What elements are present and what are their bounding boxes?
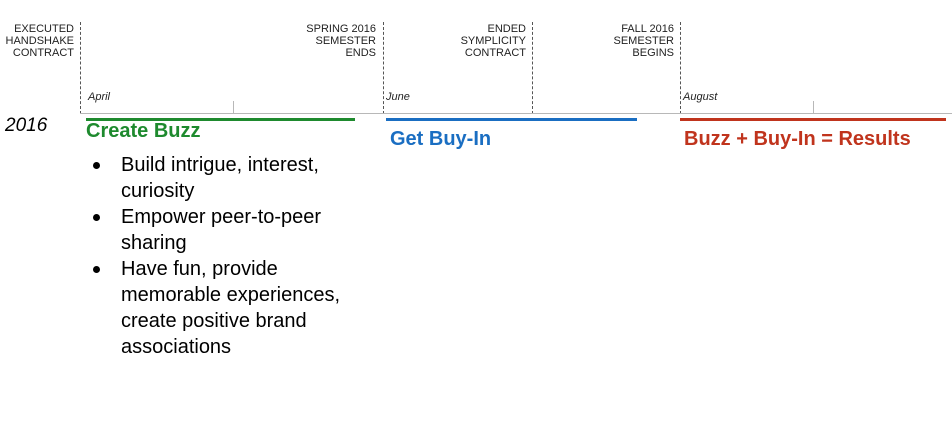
month-label-august: August (683, 91, 718, 103)
timeline-axis (80, 113, 952, 114)
milestone-label-fall-semester: FALL 2016 SEMESTER BEGINS (613, 23, 674, 59)
bullet-text: Have fun, provide memorable experiences,… (121, 258, 340, 358)
milestone-line-symplicity (532, 22, 533, 114)
bullet-text: Build intrigue, interest, curiosity (121, 154, 319, 202)
create-buzz-bullet-list: Build intrigue, interest, curiosity Empo… (91, 152, 371, 360)
milestone-line-fall-semester (680, 22, 681, 114)
phase-title-create-buzz: Create Buzz (86, 120, 201, 142)
year-label: 2016 (5, 115, 48, 136)
timeline-tick (233, 101, 234, 114)
list-item: Build intrigue, interest, curiosity (91, 152, 371, 204)
milestone-label-handshake: EXECUTED HANDSHAKE CONTRACT (5, 23, 74, 59)
milestone-line-handshake (80, 22, 81, 114)
phase-title-results: Buzz + Buy-In = Results (684, 128, 911, 150)
list-item: Have fun, provide memorable experiences,… (91, 256, 371, 360)
phase-bar-get-buy-in (386, 118, 637, 121)
list-item: Empower peer-to-peer sharing (91, 204, 371, 256)
phase-bar-create-buzz (86, 118, 355, 121)
phase-title-get-buy-in: Get Buy-In (390, 128, 492, 150)
timeline-tick (813, 101, 814, 114)
phase-bar-results (680, 118, 946, 121)
bullet-icon (93, 214, 100, 221)
bullet-icon (93, 162, 100, 169)
month-label-june: June (386, 91, 410, 103)
milestone-label-spring-semester: SPRING 2016 SEMESTER ENDS (306, 23, 376, 59)
bullet-text: Empower peer-to-peer sharing (121, 206, 322, 254)
month-label-april: April (88, 91, 111, 103)
milestone-line-spring-semester (383, 22, 384, 114)
bullet-icon (93, 266, 100, 273)
milestone-label-symplicity: ENDED SYMPLICITY CONTRACT (460, 23, 526, 59)
